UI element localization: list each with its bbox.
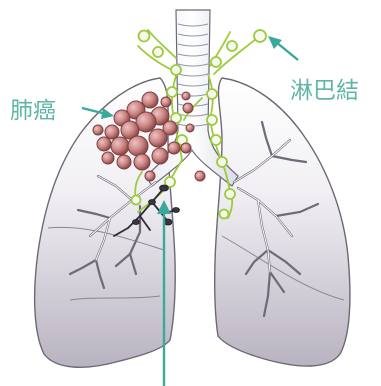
- lymph-node: [171, 65, 181, 75]
- lymph-node-arrow: [268, 36, 298, 60]
- lymph-node: [225, 189, 235, 199]
- lymph-node: [167, 87, 177, 97]
- lymph-node: [207, 89, 217, 99]
- lymph-node: [217, 157, 227, 167]
- lung-cancer-label: 肺癌: [10, 98, 56, 124]
- lymph-node: [153, 47, 163, 57]
- lymph-node: [220, 210, 229, 219]
- lymph-node: [227, 41, 237, 51]
- lymph-node: [207, 115, 217, 125]
- lymph-node-label: 淋巴結: [290, 78, 359, 104]
- lymph-node: [211, 57, 221, 67]
- lymph-node: [132, 196, 141, 205]
- lymph-node: [211, 135, 221, 145]
- left-lung: [215, 78, 350, 366]
- lymph-node: [139, 31, 150, 42]
- lymph-node: [254, 30, 266, 42]
